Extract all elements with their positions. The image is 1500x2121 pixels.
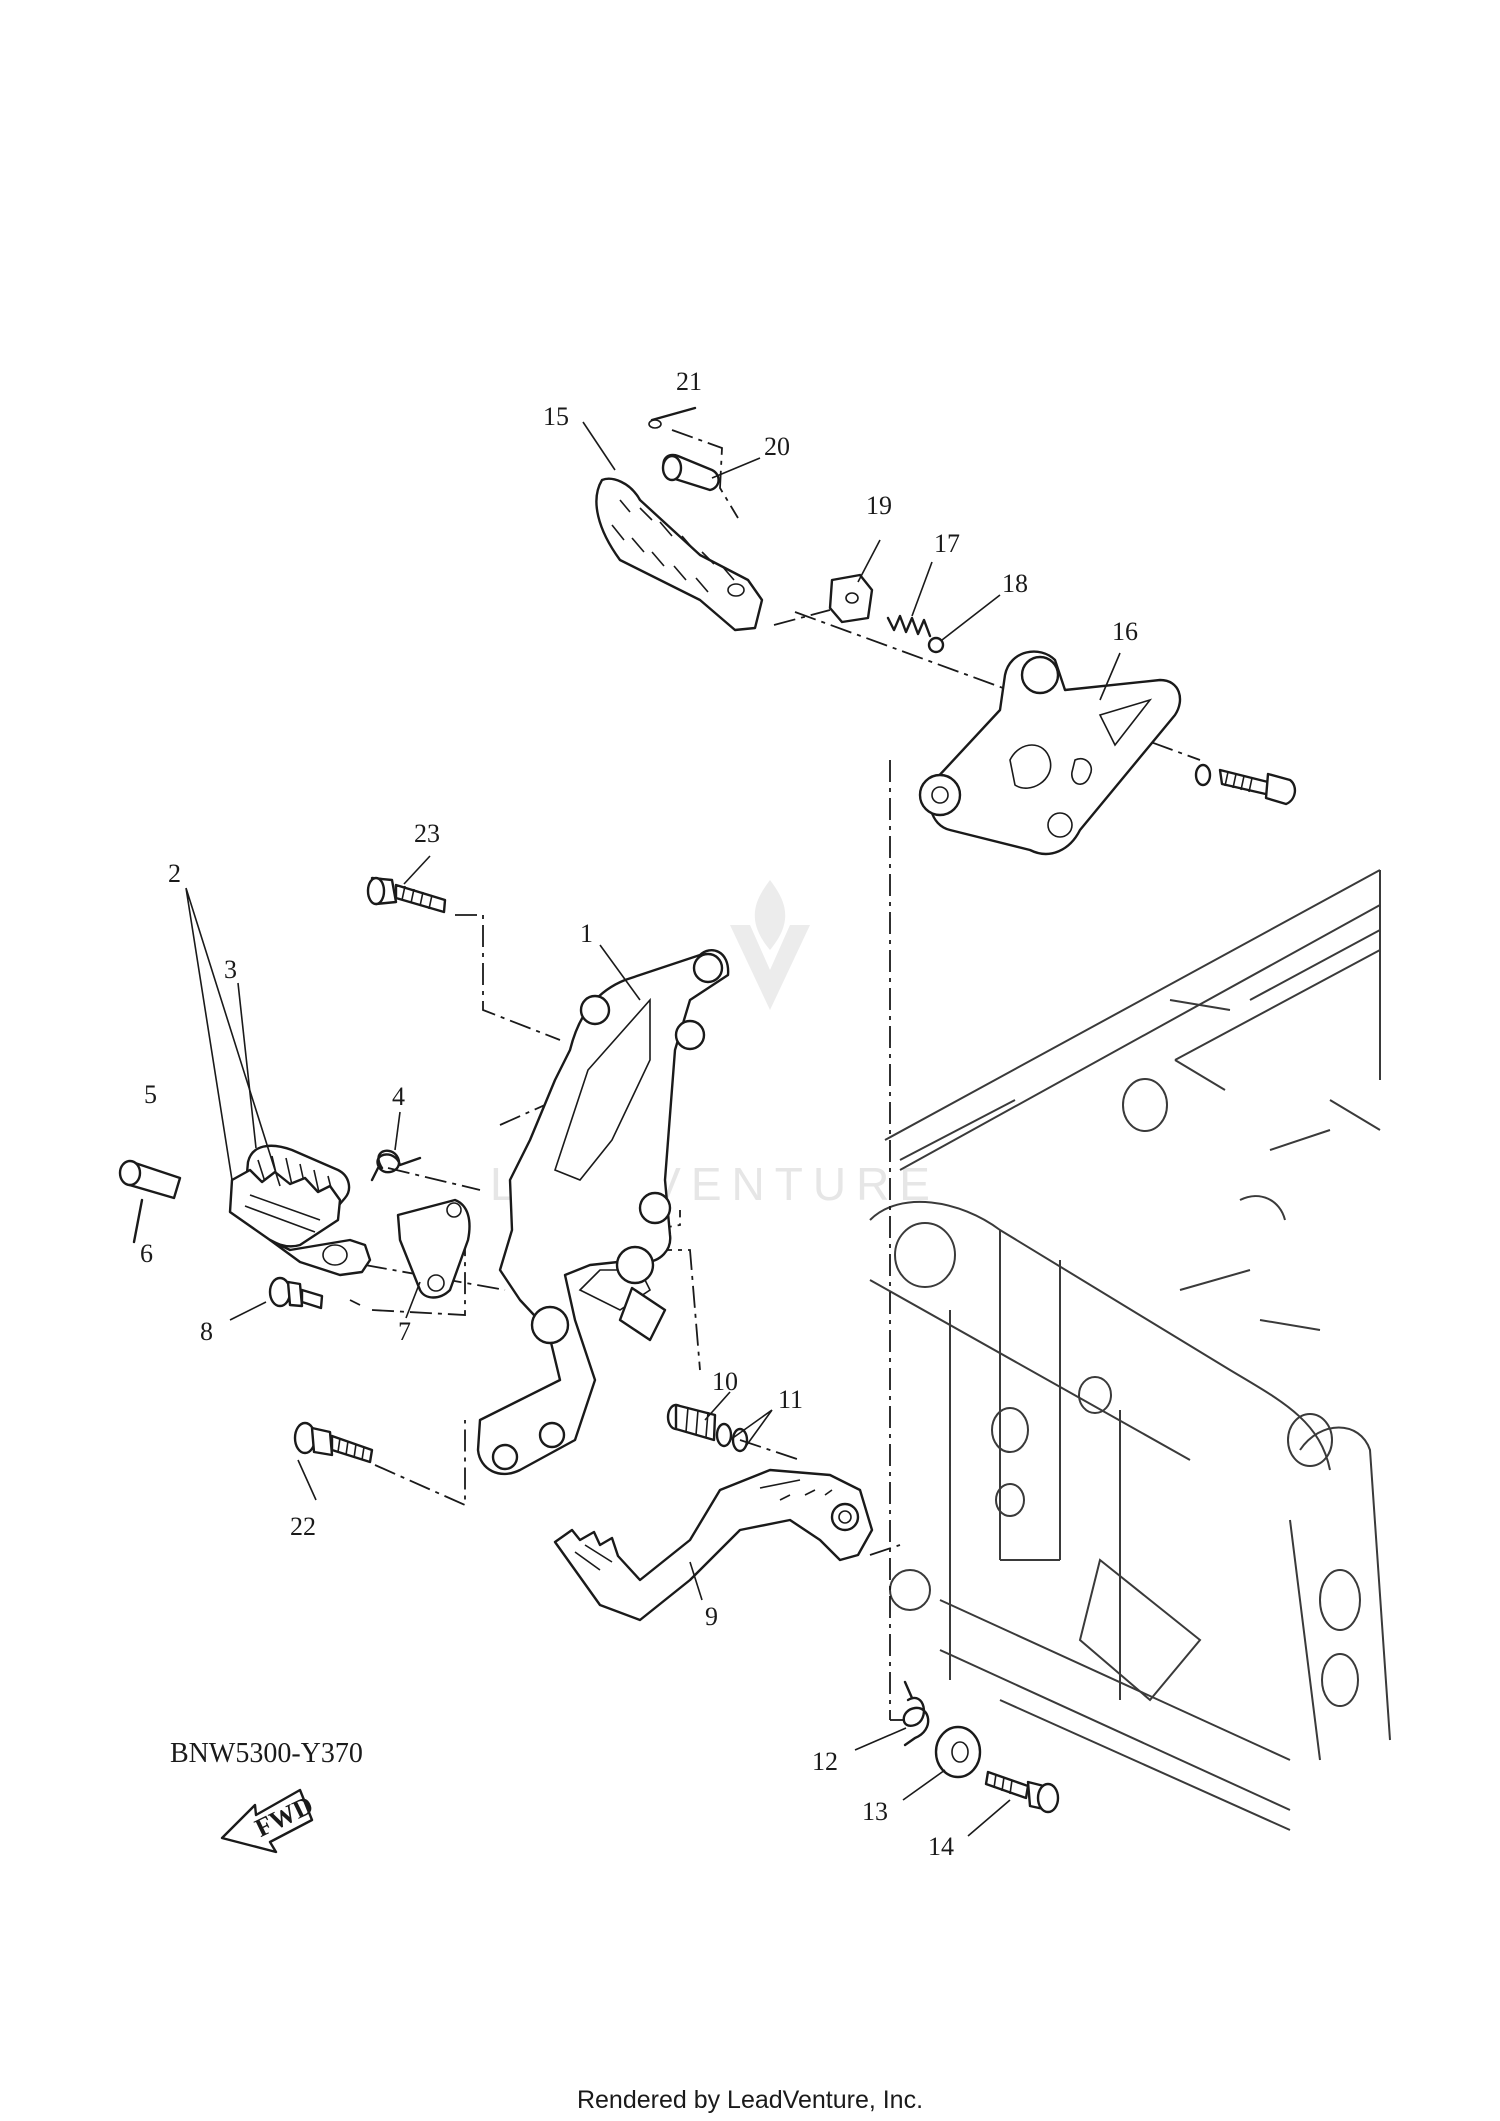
part-orings-11: [715, 1422, 749, 1453]
callout-6: 6: [140, 1239, 153, 1268]
callout-15: 15: [543, 402, 569, 431]
callout-13: 13: [862, 1797, 888, 1826]
part-plate-7: [396, 1198, 471, 1299]
callout-14: 14: [928, 1832, 954, 1861]
diagram-code: BNW5300-Y370: [170, 1738, 363, 1769]
callout-5: 5: [144, 1080, 157, 1109]
callout-2: 2: [168, 859, 181, 888]
part-bolt-8: [268, 1276, 324, 1310]
part-bracket-16: [918, 650, 1182, 856]
callout-11: 11: [778, 1385, 803, 1414]
part-ball-18: [927, 636, 945, 654]
part-bolt-22: [293, 1421, 374, 1464]
part-cotter-pin-6: [132, 1198, 144, 1244]
callout-16: 16: [1112, 617, 1138, 646]
callout-8: 8: [200, 1317, 213, 1346]
part-pin-5: [118, 1159, 182, 1200]
part-spring-4: [370, 1149, 422, 1182]
callout-9: 9: [705, 1602, 718, 1631]
part-bushing-10: [666, 1403, 717, 1442]
part-pin-20: [661, 453, 720, 492]
callout-17: 17: [934, 529, 960, 558]
callout-18: 18: [1002, 569, 1028, 598]
fwd-arrow-icon: FWD: [220, 1788, 318, 1854]
part-bolt-14: [984, 1770, 1060, 1814]
callout-23: 23: [414, 819, 440, 848]
part-cotter-pin-21: [648, 406, 697, 429]
part-spring-17: [886, 614, 932, 638]
callout-1: 1: [580, 919, 593, 948]
callout-22: 22: [290, 1512, 316, 1541]
frame-outline: [869, 869, 1391, 1831]
callout-21: 21: [676, 367, 702, 396]
part-washer-13: [934, 1725, 982, 1779]
callout-7: 7: [398, 1317, 411, 1346]
part-bracket-bolt: [1194, 763, 1297, 806]
callout-20: 20: [764, 432, 790, 461]
part-spring-12: [902, 1680, 930, 1747]
callout-3: 3: [224, 955, 237, 984]
callout-labels: 1 2 3 4 5 6 7 8 9 10 11 12 13 14 15 16 1…: [140, 367, 1138, 1861]
callout-12: 12: [812, 1747, 838, 1776]
part-main-bracket-1: [476, 949, 730, 1476]
callout-10: 10: [712, 1367, 738, 1396]
leader-lines: [185, 421, 1121, 1837]
callout-4: 4: [392, 1082, 405, 1111]
callout-19: 19: [866, 491, 892, 520]
part-bolt-23: [366, 876, 447, 914]
part-footrest-2: [228, 1168, 372, 1277]
render-credit: Rendered by LeadVenture, Inc.: [576, 2086, 924, 2114]
part-plate-19: [828, 573, 874, 624]
part-brake-pedal-9: [553, 1468, 874, 1622]
part-footrest-15: [595, 477, 764, 632]
